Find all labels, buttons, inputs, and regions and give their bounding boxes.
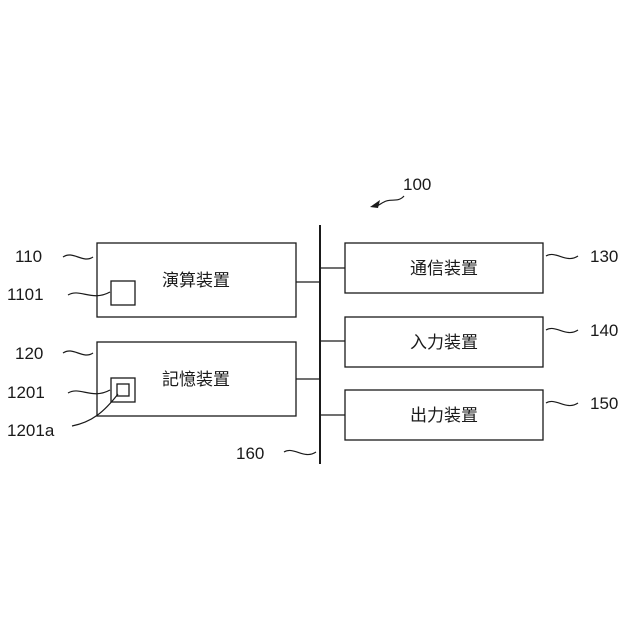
compute-unit-ref: 110 <box>15 247 42 266</box>
bus-ref: 160 <box>236 444 264 463</box>
bus-ref-leader <box>284 450 316 454</box>
input-unit-ref: 140 <box>590 321 618 340</box>
input-unit-leader <box>546 328 578 332</box>
memory-unit-label: 記憶装置 <box>162 370 230 390</box>
output-unit-leader <box>546 401 578 405</box>
compute-unit-leader <box>63 255 93 259</box>
output-unit-ref: 150 <box>590 394 618 413</box>
compute-sub-ref: 1101 <box>7 285 44 304</box>
system-ref-arrowhead <box>370 200 380 208</box>
comm-unit-ref: 130 <box>590 247 618 266</box>
system-ref-label: 100 <box>403 175 431 194</box>
output-unit-label: 出力装置 <box>410 406 478 426</box>
compute-unit-label: 演算装置 <box>162 271 230 291</box>
comm-unit-label: 通信装置 <box>410 259 478 279</box>
memory-sub-sub-ref: 1201a <box>7 421 55 440</box>
input-unit-label: 入力装置 <box>410 333 478 353</box>
memory-unit-ref: 120 <box>15 344 43 363</box>
compute-sub-element <box>111 281 135 305</box>
memory-sub-sub-element <box>117 384 129 396</box>
memory-sub-ref: 1201 <box>7 383 45 402</box>
comm-unit-leader <box>546 254 578 258</box>
memory-unit-leader <box>63 351 93 355</box>
